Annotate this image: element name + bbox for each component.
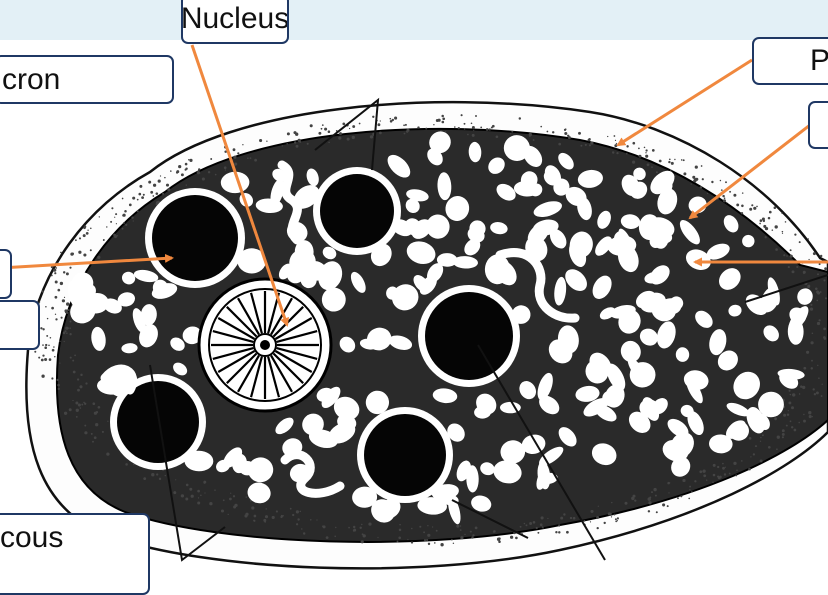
dark-vacuole xyxy=(320,174,394,248)
dark-vacuole xyxy=(425,292,513,380)
label-pellicle: P xyxy=(752,37,828,85)
label-left-lower xyxy=(0,300,40,350)
label-pellicle-text: P xyxy=(810,46,828,76)
dark-vacuole xyxy=(152,195,238,281)
label-micronucleus-text: cron xyxy=(2,65,60,95)
label-mucous-text: cous xyxy=(0,523,63,553)
label-nucleus: Nucleus xyxy=(181,0,289,44)
arrow-pellicle xyxy=(618,60,752,145)
label-micronucleus: cron xyxy=(0,55,174,104)
central-nucleus xyxy=(199,279,331,411)
label-ectoplasm xyxy=(808,101,828,149)
dark-vacuole xyxy=(364,414,446,496)
label-nucleus-text: Nucleus xyxy=(181,4,289,34)
label-left-mid xyxy=(0,249,12,299)
label-mucous: cous xyxy=(0,513,150,595)
